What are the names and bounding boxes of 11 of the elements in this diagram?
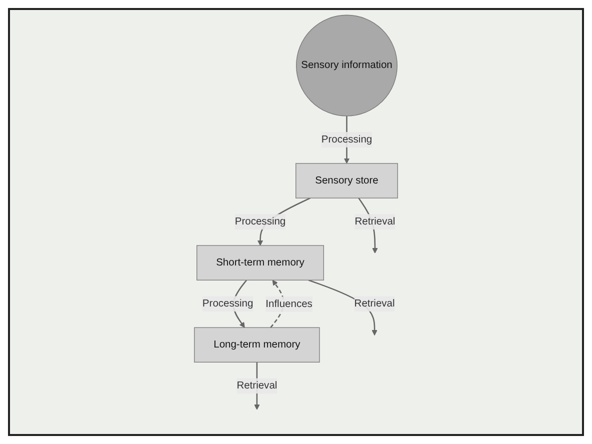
node-box: Long-term memory [194,327,320,362]
edge-label: Retrieval [236,380,278,392]
edge-label: Processing [321,134,372,145]
node-box: Short-term memory [196,245,324,280]
node-box: Sensory store [296,163,398,198]
edge-label: Processing [234,216,286,227]
node-circle: Sensory information [296,14,398,116]
edge-label: Retrieval [354,298,395,309]
edge-label: Influences [266,298,312,310]
edge-label: Processing [202,298,254,309]
edge-label: Retrieval [354,216,396,227]
